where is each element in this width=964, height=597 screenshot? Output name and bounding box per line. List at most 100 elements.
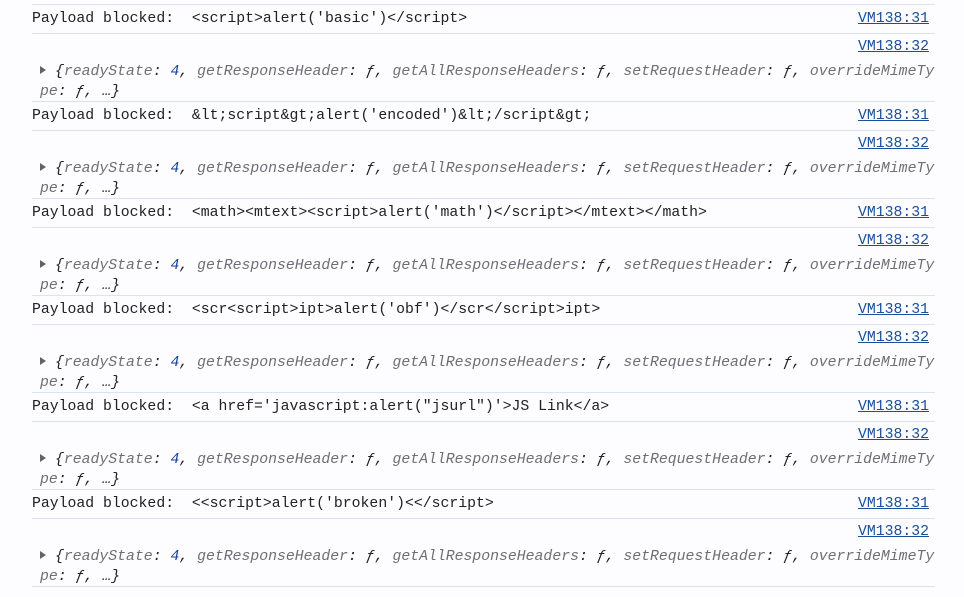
source-link[interactable]: VM138:31 xyxy=(857,108,929,124)
object-key: getResponseHeader xyxy=(197,452,349,468)
object-key: getAllResponseHeaders xyxy=(392,549,579,565)
object-key: getAllResponseHeaders xyxy=(392,258,579,274)
object-value: ƒ xyxy=(365,452,375,468)
object-value: ƒ xyxy=(75,569,85,585)
object-more: … xyxy=(102,472,112,488)
object-value: ƒ xyxy=(75,375,85,391)
object-key: setRequestHeader xyxy=(623,64,766,80)
log-label: Payload blocked: xyxy=(32,205,192,221)
object-value: ƒ xyxy=(783,549,793,565)
console-log-message: Payload blocked: <<script>alert('broken'… xyxy=(32,489,935,518)
object-key: readyState xyxy=(63,452,153,468)
object-value: 4 xyxy=(170,161,180,177)
console-object-message: VM138:32 {readyState: 4, getResponseHeade… xyxy=(32,518,935,586)
source-link[interactable]: VM138:32 xyxy=(857,330,929,346)
object-preview[interactable]: {readyState: 4, getResponseHeader: ƒ, ge… xyxy=(40,258,935,294)
object-value: ƒ xyxy=(365,161,375,177)
object-more: … xyxy=(102,278,112,294)
object-key: getResponseHeader xyxy=(197,258,349,274)
expand-triangle-icon[interactable] xyxy=(40,260,46,268)
source-link[interactable]: VM138:31 xyxy=(857,496,929,512)
object-key: getResponseHeader xyxy=(197,549,349,565)
object-value: 4 xyxy=(170,549,180,565)
log-label: Payload blocked: xyxy=(32,302,192,318)
object-key: getAllResponseHeaders xyxy=(392,355,579,371)
console-object-message: VM138:32 {readyState: 4, getResponseHeade… xyxy=(32,227,935,295)
object-key: overrideMimeType xyxy=(40,161,935,197)
object-value: ƒ xyxy=(75,181,85,197)
expand-triangle-icon[interactable] xyxy=(40,454,46,462)
object-key: readyState xyxy=(63,549,153,565)
object-value: ƒ xyxy=(365,549,375,565)
source-link[interactable]: VM138:31 xyxy=(857,205,929,221)
console-log-message: Payload blocked: <math><mtext><script>al… xyxy=(32,198,935,227)
object-key: readyState xyxy=(63,355,153,371)
object-key: overrideMimeType xyxy=(40,258,935,294)
source-link[interactable]: VM138:32 xyxy=(857,524,929,540)
console-log-message: Payload blocked: <scr<script>ipt>alert('… xyxy=(32,295,935,324)
object-key: overrideMimeType xyxy=(40,452,935,488)
console-object-message: VM138:32 {readyState: 4, getResponseHeade… xyxy=(32,33,935,101)
object-key: getResponseHeader xyxy=(197,355,349,371)
object-key: setRequestHeader xyxy=(623,549,766,565)
object-value: ƒ xyxy=(75,472,85,488)
object-preview[interactable]: {readyState: 4, getResponseHeader: ƒ, ge… xyxy=(40,64,935,100)
object-value: ƒ xyxy=(365,355,375,371)
object-value: ƒ xyxy=(596,549,606,565)
expand-triangle-icon[interactable] xyxy=(40,551,46,559)
divider xyxy=(32,586,935,587)
object-key: readyState xyxy=(63,161,153,177)
log-label: Payload blocked: xyxy=(32,496,192,512)
source-link[interactable]: VM138:31 xyxy=(857,399,929,415)
object-preview[interactable]: {readyState: 4, getResponseHeader: ƒ, ge… xyxy=(40,549,935,585)
object-key: getResponseHeader xyxy=(197,64,349,80)
object-value: ƒ xyxy=(596,355,606,371)
object-value: 4 xyxy=(170,355,180,371)
source-link[interactable]: VM138:32 xyxy=(857,427,929,443)
object-value: 4 xyxy=(170,452,180,468)
object-more: … xyxy=(102,569,112,585)
expand-triangle-icon[interactable] xyxy=(40,163,46,171)
object-more: … xyxy=(102,181,112,197)
source-link[interactable]: VM138:31 xyxy=(857,302,929,318)
object-key: overrideMimeType xyxy=(40,549,935,585)
object-value: ƒ xyxy=(596,452,606,468)
payload-text: <script>alert('basic')</script> xyxy=(191,11,468,27)
payload-text: <a href='javascript:alert("jsurl")'>JS L… xyxy=(191,399,610,415)
object-value: ƒ xyxy=(365,64,375,80)
object-preview[interactable]: {readyState: 4, getResponseHeader: ƒ, ge… xyxy=(40,452,935,488)
expand-triangle-icon[interactable] xyxy=(40,357,46,365)
payload-text: <math><mtext><script>alert('math')</scri… xyxy=(191,205,707,221)
object-value: ƒ xyxy=(596,64,606,80)
object-value: 4 xyxy=(170,258,180,274)
log-label: Payload blocked: xyxy=(32,11,192,27)
object-value: ƒ xyxy=(75,84,85,100)
object-value: ƒ xyxy=(783,64,793,80)
source-link[interactable]: VM138:32 xyxy=(857,39,929,55)
console-object-message: VM138:32 {readyState: 4, getResponseHeade… xyxy=(32,130,935,198)
console-object-message: VM138:32 {readyState: 4, getResponseHeade… xyxy=(32,421,935,489)
console-object-message: VM138:32 {readyState: 4, getResponseHeade… xyxy=(32,324,935,392)
log-label: Payload blocked: xyxy=(32,399,192,415)
console-log-message: Payload blocked: <script>alert('basic')<… xyxy=(32,4,935,33)
object-value: ƒ xyxy=(783,161,793,177)
console-log-message: Payload blocked: <a href='javascript:ale… xyxy=(32,392,935,421)
object-key: setRequestHeader xyxy=(623,355,766,371)
object-key: getResponseHeader xyxy=(197,161,349,177)
object-key: getAllResponseHeaders xyxy=(392,161,579,177)
object-value: ƒ xyxy=(75,278,85,294)
expand-triangle-icon[interactable] xyxy=(40,66,46,74)
console-messages: Payload blocked: <script>alert('basic')<… xyxy=(32,4,935,587)
payload-text: <<script>alert('broken')<</script> xyxy=(191,496,494,512)
object-value: 4 xyxy=(170,64,180,80)
source-link[interactable]: VM138:32 xyxy=(857,136,929,152)
object-key: getAllResponseHeaders xyxy=(392,452,579,468)
source-link[interactable]: VM138:31 xyxy=(857,11,929,27)
object-value: ƒ xyxy=(596,258,606,274)
object-preview[interactable]: {readyState: 4, getResponseHeader: ƒ, ge… xyxy=(40,355,935,391)
object-key: setRequestHeader xyxy=(623,452,766,468)
object-preview[interactable]: {readyState: 4, getResponseHeader: ƒ, ge… xyxy=(40,161,935,197)
source-link[interactable]: VM138:32 xyxy=(857,233,929,249)
object-value: ƒ xyxy=(783,355,793,371)
log-label: Payload blocked: xyxy=(32,108,192,124)
